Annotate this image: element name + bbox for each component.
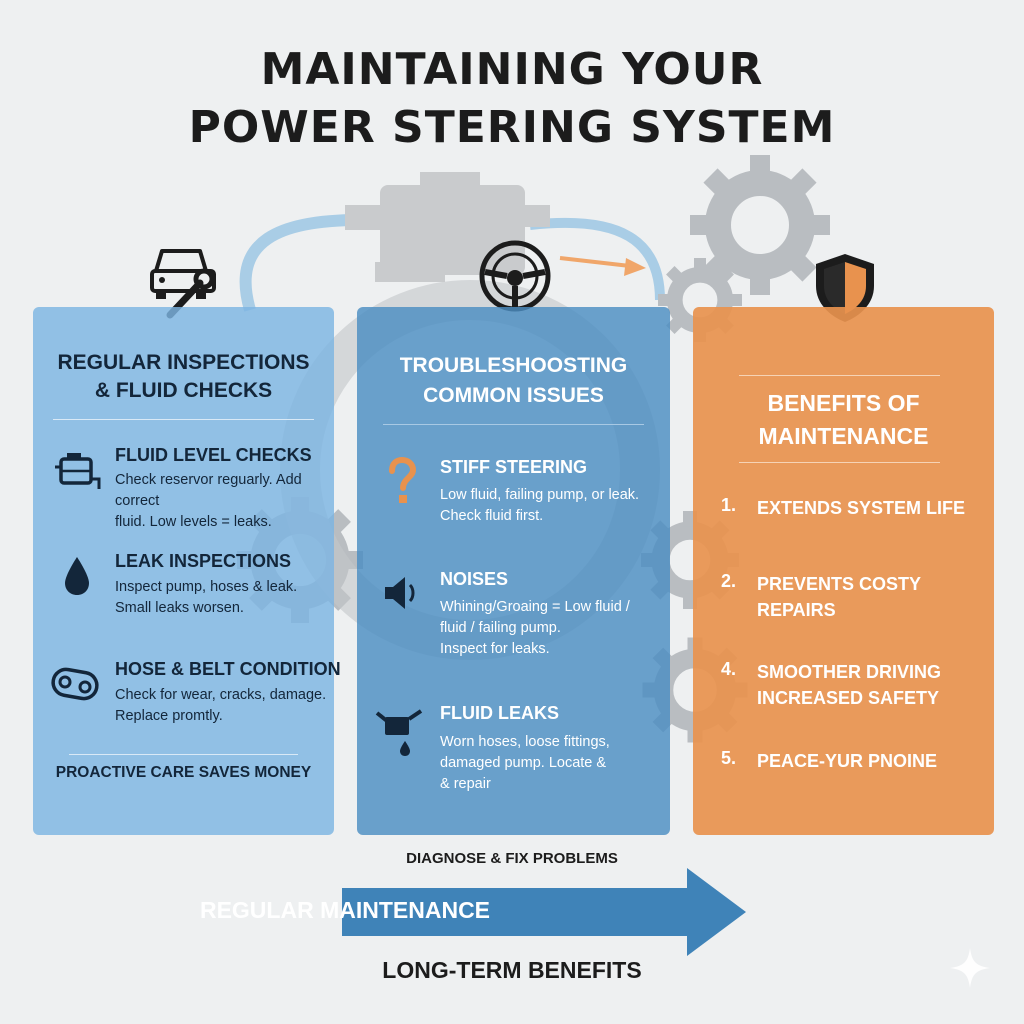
item-text-line: Check fluid first. bbox=[440, 508, 544, 524]
oil-can-icon bbox=[375, 709, 423, 756]
benefit-text-line: EXTENDS SYSTEM LIFE bbox=[757, 498, 966, 518]
item-text-line: Inspect pump, hoses & leak. bbox=[115, 579, 298, 595]
arrow-label: REGULAR MAINTENANCE bbox=[199, 897, 491, 923]
fluid-reservoir-icon bbox=[55, 453, 101, 489]
item-title: STIFF STEERING bbox=[440, 457, 588, 477]
benefit-number: 1. bbox=[721, 495, 737, 515]
sparkle-icon bbox=[950, 948, 990, 988]
benefit-text-line: PREVENTS COSTY bbox=[757, 574, 922, 594]
panel-troubleshooting-heading-line-2: COMMON ISSUES bbox=[423, 384, 604, 407]
item-title: HOSE & BELT CONDITION bbox=[115, 659, 341, 679]
benefit-text-line: REPAIRS bbox=[757, 600, 836, 620]
hose-left bbox=[239, 214, 361, 312]
panel-inspections: REGULAR INSPECTIONS & FLUID CHECKS FLUID… bbox=[33, 307, 341, 835]
panel-inspections-heading-line-1: REGULAR INSPECTIONS bbox=[57, 351, 310, 374]
label-long-term: LONG-TERM BENEFITS bbox=[382, 957, 642, 983]
divider bbox=[383, 424, 644, 425]
question-mark-icon bbox=[389, 457, 417, 503]
item-title: NOISES bbox=[440, 569, 509, 589]
item-text-line: Replace promtly. bbox=[115, 708, 223, 724]
item-text-line: fluid. Low levels = leaks. bbox=[115, 514, 272, 530]
benefit-text: SMOOTHER DRIVING INCREASED SAFETY bbox=[757, 659, 941, 711]
steering-wheel-icon bbox=[479, 240, 551, 312]
panel-troubleshooting-heading: TROUBLESHOOSTING COMMON ISSUES bbox=[357, 351, 670, 411]
item-text: Check reservor reguarly. Add correct flu… bbox=[115, 470, 330, 533]
benefit-text: PREVENTS COSTY REPAIRS bbox=[757, 571, 921, 623]
divider bbox=[739, 462, 940, 463]
panel-benefits: BENEFITS OF MAINTENANCE 1. EXTENDS SYSTE… bbox=[693, 307, 994, 835]
flow-arrowhead bbox=[624, 258, 646, 276]
speaker-icon bbox=[385, 577, 415, 609]
panel-benefits-heading: BENEFITS OF MAINTENANCE bbox=[693, 387, 994, 453]
item-title: FLUID LEAKS bbox=[440, 703, 559, 723]
benefit-number: 4. bbox=[721, 659, 737, 679]
item-text-line: Low fluid, failing pump, or leak. bbox=[440, 487, 640, 503]
flow-arrow bbox=[559, 256, 631, 268]
item-text-line: Small leaks worsen. bbox=[115, 600, 244, 616]
benefit-text-line: PEACE-YUR PNOINE bbox=[757, 751, 938, 771]
pump-illustration bbox=[345, 172, 550, 282]
belt-icon bbox=[51, 667, 99, 701]
item-text-line: Check reservor reguarly. Add correct bbox=[115, 472, 302, 509]
benefit-number: 2. bbox=[721, 571, 737, 591]
divider bbox=[69, 754, 298, 755]
shield-icon bbox=[816, 254, 874, 322]
hose-right bbox=[529, 217, 665, 301]
item-text-line: fluid / failing pump. bbox=[440, 620, 561, 636]
item-text: Inspect pump, hoses & leak. Small leaks … bbox=[115, 577, 330, 619]
item-text-line: Check for wear, cracks, damage. bbox=[115, 687, 327, 703]
benefit-text: EXTENDS SYSTEM LIFE bbox=[757, 495, 965, 521]
item-title: FLUID LEVEL CHECKS bbox=[115, 445, 312, 465]
item-text: Low fluid, failing pump, or leak. Check … bbox=[440, 485, 665, 527]
item-text-line: Inspect for leaks. bbox=[440, 641, 550, 657]
panel-troubleshooting-heading-line-1: TROUBLESHOOSTING bbox=[399, 354, 628, 377]
panel-footer: PROACTIVE CARE SAVES MONEY bbox=[55, 764, 312, 781]
benefit-text-line: SMOOTHER DRIVING bbox=[757, 662, 942, 682]
car-wrench-icon bbox=[150, 249, 216, 319]
panel-inspections-heading-line-2: & FLUID CHECKS bbox=[94, 379, 273, 402]
oil-drop-icon bbox=[65, 557, 89, 595]
page-title-line-2: POWER STERING SYSTEM bbox=[188, 102, 836, 153]
item-text-line: & repair bbox=[440, 776, 491, 792]
item-title: LEAK INSPECTIONS bbox=[115, 551, 292, 571]
item-text: Whining/Groaing = Low fluid / fluid / fa… bbox=[440, 597, 665, 660]
panel-benefits-heading-line-1: BENEFITS OF bbox=[767, 390, 920, 416]
page-title-line-1: MAINTAINING YOUR bbox=[260, 44, 764, 95]
benefit-number: 5. bbox=[721, 748, 737, 768]
benefit-text: PEACE-YUR PNOINE bbox=[757, 748, 937, 774]
item-text-line: Worn hoses, loose fittings, bbox=[440, 734, 610, 750]
maintenance-arrow bbox=[342, 868, 746, 956]
item-text: Check for wear, cracks, damage. Replace … bbox=[115, 685, 330, 727]
divider bbox=[739, 375, 940, 376]
item-text-line: damaged pump. Locate & bbox=[440, 755, 607, 771]
item-text: Worn hoses, loose fittings, damaged pump… bbox=[440, 732, 665, 795]
divider bbox=[53, 419, 314, 420]
panel-troubleshooting: TROUBLESHOOSTING COMMON ISSUES STIFF STE… bbox=[357, 307, 670, 835]
item-text-line: Whining/Groaing = Low fluid / bbox=[440, 599, 630, 615]
panel-inspections-heading: REGULAR INSPECTIONS & FLUID CHECKS bbox=[33, 349, 334, 405]
panel-benefits-heading-line-2: MAINTENANCE bbox=[758, 423, 929, 449]
benefit-text-line: INCREASED SAFETY bbox=[757, 688, 940, 708]
label-diagnose: DIAGNOSE & FIX PROBLEMS bbox=[406, 850, 618, 867]
